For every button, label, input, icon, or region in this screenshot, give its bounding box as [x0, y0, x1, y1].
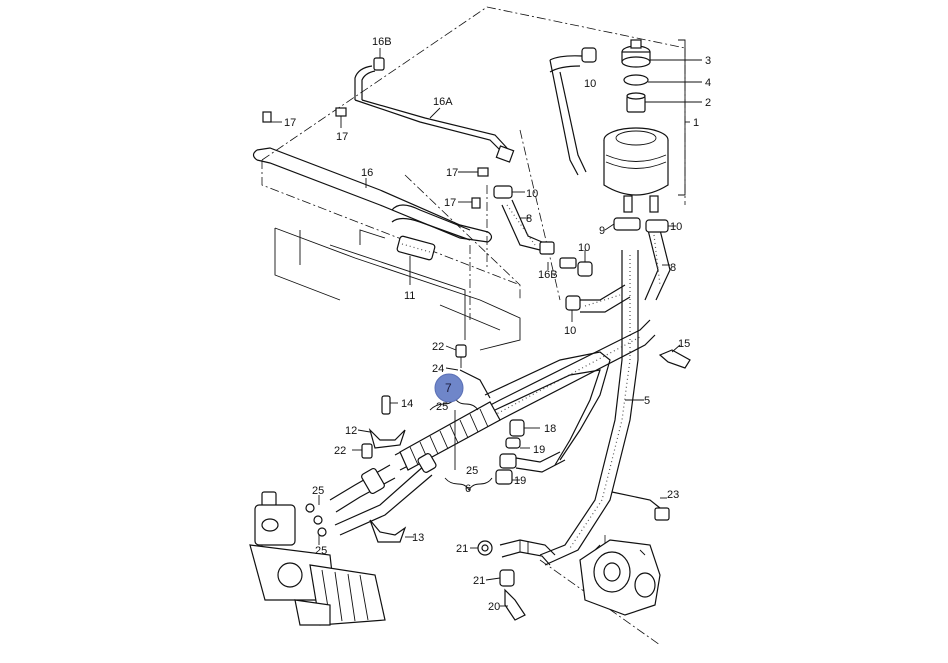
power-steering-pump: [470, 539, 661, 621]
label-7: 7: [445, 381, 452, 395]
label-10e: 10: [564, 325, 576, 337]
label-9: 9: [599, 225, 605, 237]
label-15: 15: [678, 338, 690, 350]
label-10c: 10: [578, 242, 590, 254]
label-16b-top: 16B: [372, 36, 392, 48]
label-17a: 17: [284, 117, 296, 129]
label-17b: 17: [336, 131, 348, 143]
label-12: 12: [345, 425, 357, 437]
label-10a: 10: [584, 78, 596, 90]
label-11: 11: [404, 290, 415, 302]
label-5: 5: [644, 395, 650, 407]
label-3: 3: [705, 55, 711, 67]
label-8b: 8: [670, 262, 676, 274]
highlight-callout-7[interactable]: 7: [434, 373, 464, 403]
label-25c: 25: [312, 485, 324, 497]
label-23: 23: [667, 489, 679, 501]
reservoir-assembly: [603, 39, 702, 213]
part-labels: 1 2 3 4 5 6 8 8 9 10 10 10 10 10 11 12 1…: [284, 36, 711, 613]
label-2: 2: [705, 97, 711, 109]
highlight-marker[interactable]: [434, 373, 464, 403]
label-4: 4: [705, 77, 711, 89]
label-1: 1: [693, 117, 699, 129]
label-22a: 22: [432, 341, 444, 353]
label-16: 16: [361, 167, 373, 179]
label-25d: 25: [315, 545, 327, 557]
label-16b-mid: 16B: [538, 269, 558, 281]
label-18: 18: [544, 423, 556, 435]
pipe-16-and-16a: [252, 48, 515, 285]
upper-hoses: [493, 47, 676, 322]
label-17c: 17: [446, 167, 458, 179]
label-25b: 25: [466, 465, 478, 477]
label-21a: 21: [456, 543, 468, 555]
label-6: 6: [465, 483, 471, 495]
label-8a: 8: [526, 213, 532, 225]
label-10d: 10: [670, 221, 682, 233]
fittings: [352, 344, 691, 543]
label-19b: 19: [514, 475, 526, 487]
hose-5: [539, 250, 640, 566]
label-13: 13: [412, 532, 424, 544]
corrugated-sleeve: [399, 401, 501, 471]
steering-rack: [249, 491, 386, 626]
label-17d: 17: [444, 197, 456, 209]
label-22b: 22: [334, 445, 346, 457]
pressure-line-6: [329, 319, 656, 536]
label-10b: 10: [526, 188, 538, 200]
label-25a: 25: [436, 401, 448, 413]
chassis-outline: [274, 227, 521, 351]
label-19a: 19: [533, 444, 545, 456]
label-20: 20: [488, 601, 500, 613]
label-16a: 16A: [433, 96, 453, 108]
label-21b: 21: [473, 575, 485, 587]
label-14: 14: [401, 398, 413, 410]
label-24: 24: [432, 363, 444, 375]
